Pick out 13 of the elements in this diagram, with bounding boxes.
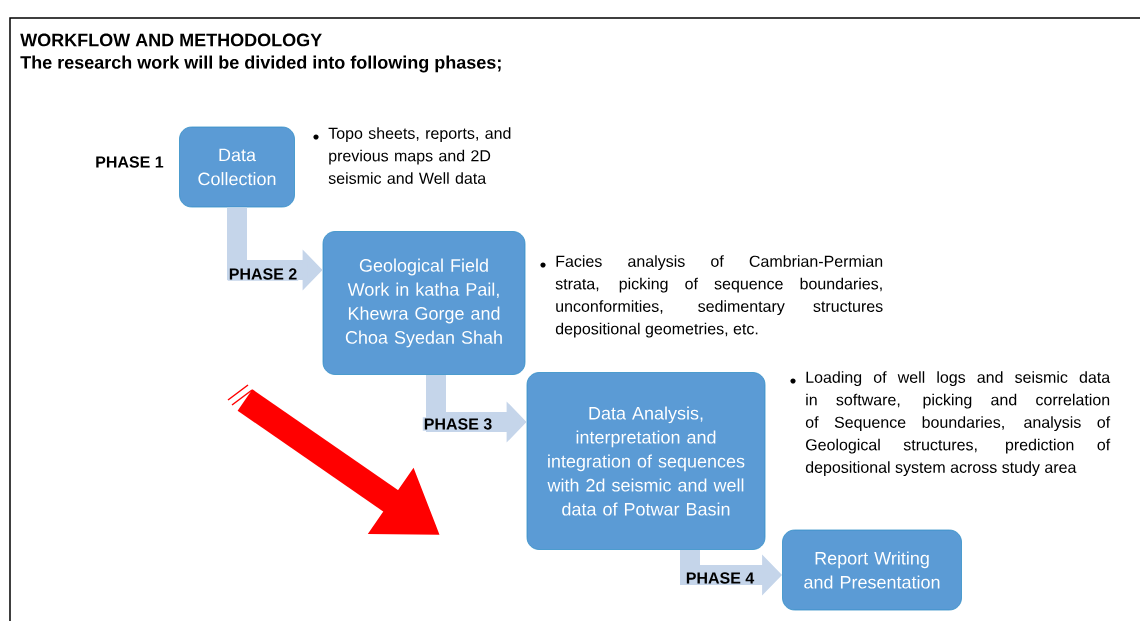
bullet-text: Topo sheets, reports, and previous maps and 2D seismic and Well data	[328, 127, 511, 184]
process-box: Data Collection	[179, 126, 295, 208]
title: WORKFLOW AND METHODOLOGY	[20, 33, 322, 47]
process-box: Report Writing and Presentation	[782, 529, 962, 611]
bullet-text: Loading of well logs and seismic data in software, picking and correlation of Sequence boundaries, analysis of Geological structures, prediction of depositional system across study area	[805, 371, 1111, 477]
process-box: Geological Field Work in katha Pail, Khewra Gorge and Choa Syedan Shah	[322, 231, 526, 375]
bullet-text: Facies analysis of Cambrian-Permian strata, picking of sequence boundaries, unconformities, sedimentary structures depositional geometries, etc.	[555, 255, 883, 338]
process-box: Data Analysis, interpretation and integration of sequences with 2d seismic and well data of Potwar Basin	[526, 372, 766, 550]
edge-label: PHASE 2	[227, 267, 299, 281]
edge-label: PHASE 3	[422, 417, 494, 431]
phase-label: PHASE 1	[96, 156, 164, 168]
edge-label: PHASE 4	[684, 571, 756, 585]
subtitle: The research work will be divided into following phases;	[20, 55, 501, 73]
